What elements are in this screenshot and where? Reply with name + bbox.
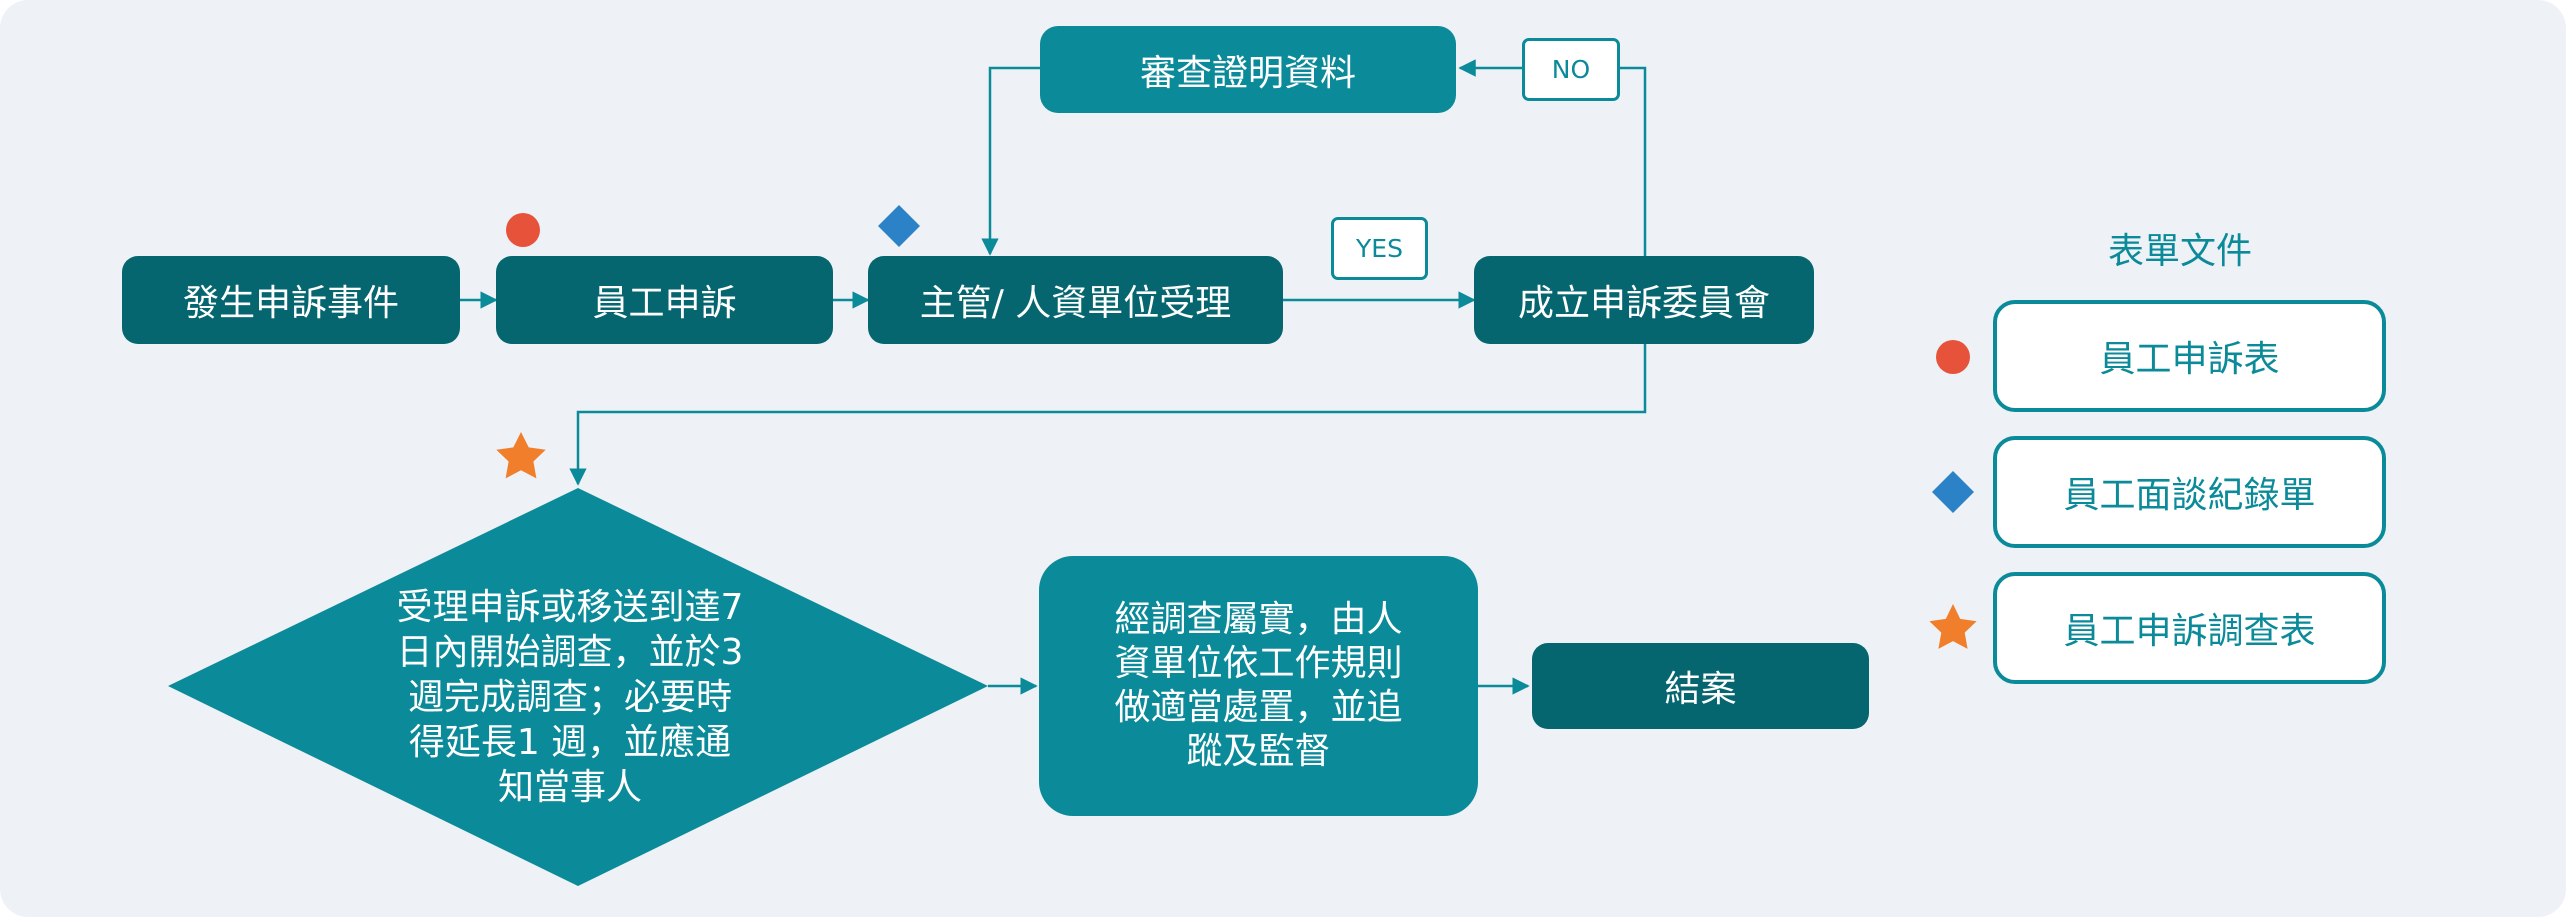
decision-line: 日內開始調查，並於3: [396, 632, 744, 673]
decision-diamond: [168, 488, 988, 886]
node-review-evidence: 審查證明資料: [1040, 26, 1456, 113]
node-incident: 發生申訴事件: [122, 256, 460, 344]
legend-diamond-icon: [1932, 471, 1974, 513]
node-close-case: 結案: [1532, 643, 1869, 729]
edge-committee-to-review: [1458, 59, 1647, 256]
form-star-icon: [496, 432, 546, 479]
process-line: 蹤及監督: [1186, 730, 1331, 772]
edge-review-to-supervisor: [981, 66, 1040, 256]
edge-label-yes: YES: [1331, 217, 1428, 280]
legend-star-icon: [1929, 604, 1977, 649]
decision-line: 知當事人: [497, 767, 642, 808]
process-line: 資單位依工作規則: [1114, 643, 1403, 685]
process-line: 經調查屬實，由人: [1114, 599, 1403, 641]
node-supervisor-hr: 主管/ 人資單位受理: [868, 256, 1283, 344]
decision-line: 週完成調查；必要時: [407, 677, 732, 718]
legend-item-investigation-form: 員工申訴調查表: [1993, 572, 2386, 684]
legend-circle-icon: [1936, 340, 1970, 374]
process-line: 做適當處置，並追: [1114, 687, 1403, 728]
node-process: 經調查屬實，由人 資單位依工作規則 做適當處置，並追 蹤及監督: [1039, 556, 1478, 816]
form-circle-icon: [506, 213, 540, 247]
edge-label-no: NO: [1522, 38, 1620, 101]
decision-text: 受理申訴或移送到達7 日內開始調查，並於3 週完成調查；必要時 得延長1 週，並…: [370, 585, 770, 810]
legend-item-interview-record: 員工面談紀錄單: [1993, 436, 2386, 548]
decision-line: 受理申訴或移送到達7: [396, 587, 744, 628]
edge-committee-to-diamond: [569, 344, 1647, 486]
form-diamond-icon: [878, 205, 920, 247]
legend-item-complaint-form: 員工申訴表: [1993, 300, 2386, 412]
node-committee: 成立申訴委員會: [1474, 256, 1814, 344]
node-employee-complaint: 員工申訴: [496, 256, 833, 344]
decision-line: 得延長1 週，並應通: [408, 722, 732, 763]
legend-title: 表單文件: [2107, 231, 2252, 272]
